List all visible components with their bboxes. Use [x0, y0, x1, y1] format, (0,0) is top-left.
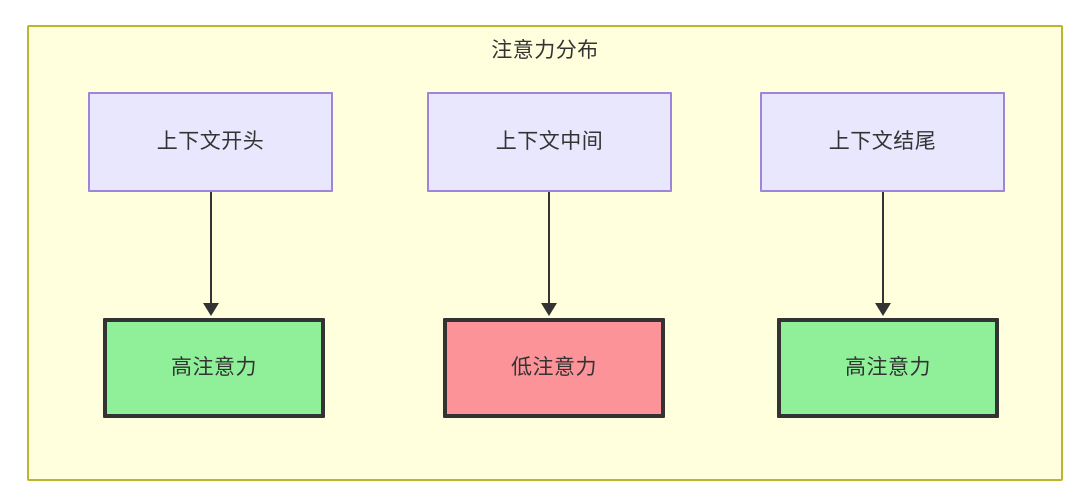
node-attention-end-high[interactable]: 高注意力: [777, 318, 999, 418]
node-label: 高注意力: [171, 355, 257, 379]
node-context-end[interactable]: 上下文结尾: [760, 92, 1005, 192]
node-attention-start-high[interactable]: 高注意力: [103, 318, 325, 418]
node-label: 上下文结尾: [828, 129, 937, 153]
node-context-start[interactable]: 上下文开头: [88, 92, 333, 192]
node-label: 低注意力: [511, 355, 597, 379]
node-context-middle[interactable]: 上下文中间: [427, 92, 672, 192]
node-attention-middle-low[interactable]: 低注意力: [443, 318, 665, 418]
node-label: 上下文开头: [156, 129, 265, 153]
node-label: 上下文中间: [495, 129, 604, 153]
subgraph-title: 注意力分布: [491, 39, 599, 62]
node-label: 高注意力: [845, 355, 931, 379]
